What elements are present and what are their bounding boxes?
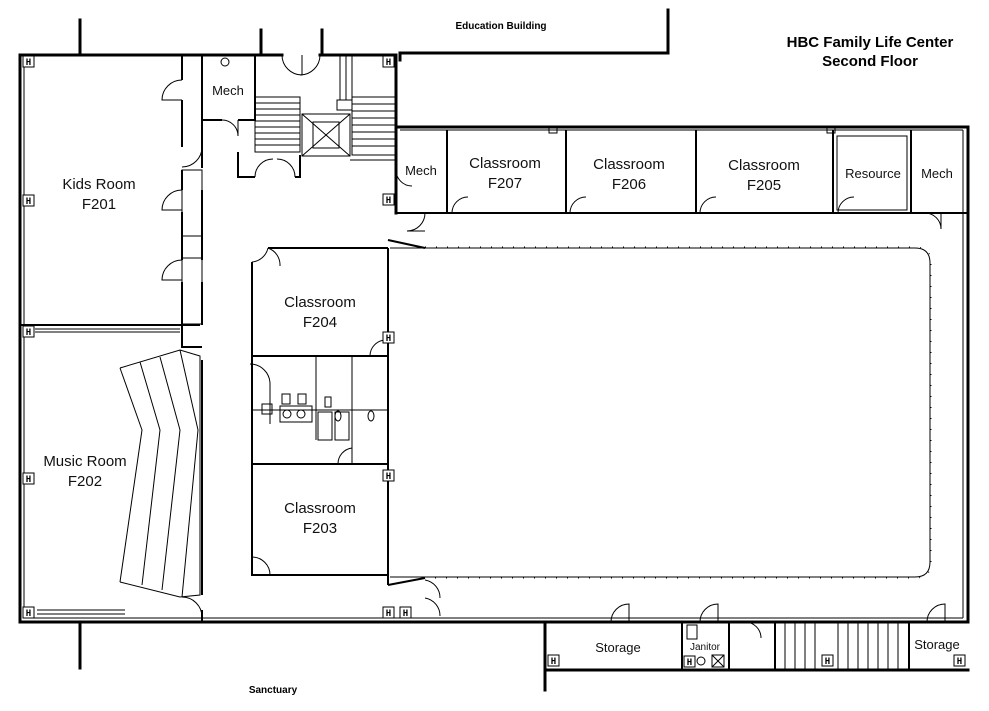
stair-core xyxy=(237,55,397,178)
svg-text:H: H xyxy=(26,609,31,619)
resource-label: Resource xyxy=(845,166,901,181)
svg-text:H: H xyxy=(386,472,391,482)
classroom-f203-name: Classroom xyxy=(284,500,356,517)
h-marker-icon: H xyxy=(953,654,966,667)
h-marker-icon: H xyxy=(382,193,395,206)
classroom-f206-number: F206 xyxy=(612,176,646,193)
floor-drain-icon xyxy=(696,656,706,666)
h-marker-icon: H xyxy=(382,55,395,68)
mech-center-label: Mech xyxy=(405,163,437,178)
music-room-number: F202 xyxy=(68,473,102,490)
classroom-f204-number: F204 xyxy=(303,314,337,331)
north-classrooms xyxy=(396,126,968,214)
fixtures xyxy=(220,57,706,666)
svg-text:H: H xyxy=(687,658,692,668)
storage-east-label: Storage xyxy=(914,637,960,652)
h-marker-icon: H xyxy=(382,606,395,619)
kids-room-number: F201 xyxy=(82,196,116,213)
svg-text:H: H xyxy=(386,334,391,344)
classroom-f204-name: Classroom xyxy=(284,294,356,311)
svg-text:H: H xyxy=(825,657,830,667)
h-marker-icon: H xyxy=(547,654,560,667)
west-rooms xyxy=(20,55,256,622)
classroom-f205-name: Classroom xyxy=(728,157,800,174)
svg-text:H: H xyxy=(26,197,31,207)
classroom-f207-number: F207 xyxy=(488,175,522,192)
title-block: HBC Family Life Center Second Floor xyxy=(787,34,954,70)
classroom-f207-name: Classroom xyxy=(469,155,541,172)
classroom-f205-number: F205 xyxy=(747,177,781,194)
plan-title: HBC Family Life Center xyxy=(787,34,954,51)
central-rooms xyxy=(251,247,389,585)
svg-text:H: H xyxy=(26,475,31,485)
svg-text:H: H xyxy=(386,58,391,68)
svg-text:H: H xyxy=(386,609,391,619)
h-marker-icon: H xyxy=(399,606,412,619)
h-marker-icon: H xyxy=(382,331,395,344)
h-marker-icon: H xyxy=(821,654,834,667)
h-marker-icon: H xyxy=(22,325,35,338)
janitor-label: Janitor xyxy=(690,642,721,653)
gymnasium xyxy=(387,239,932,586)
sanctuary-label: Sanctuary xyxy=(249,685,298,696)
svg-text:H: H xyxy=(386,196,391,206)
svg-text:H: H xyxy=(957,657,962,667)
south-rooms xyxy=(544,622,910,670)
h-marker-icon: H xyxy=(22,55,35,68)
hose-markers: H H H H H H H H H H H H H H H xyxy=(22,55,966,668)
mech-east-label: Mech xyxy=(921,166,953,181)
h-marker-icon: H xyxy=(683,655,696,668)
adjacent-walls xyxy=(78,8,970,692)
svg-text:H: H xyxy=(26,58,31,68)
storage-west-label: Storage xyxy=(595,640,641,655)
mech-north-label: Mech xyxy=(212,83,244,98)
kids-room-name: Kids Room xyxy=(62,176,135,193)
svg-text:H: H xyxy=(26,328,31,338)
door-swings xyxy=(161,54,946,639)
h-marker-icon: H xyxy=(22,606,35,619)
south-stair xyxy=(784,622,899,670)
h-marker-icon: H xyxy=(22,194,35,207)
plan-subtitle: Second Floor xyxy=(822,53,918,70)
h-marker-icon: H xyxy=(22,472,35,485)
room-labels: Kids Room F201 Music Room F202 Classroom… xyxy=(43,83,959,655)
svg-text:H: H xyxy=(551,657,556,667)
classroom-f206-name: Classroom xyxy=(593,156,665,173)
classroom-f203-number: F203 xyxy=(303,520,337,537)
floor-drain-icon xyxy=(220,57,230,67)
exterior-walls xyxy=(18,53,970,624)
music-room-name: Music Room xyxy=(43,453,126,470)
h-marker-icon: H xyxy=(382,469,395,482)
svg-text:H: H xyxy=(403,609,408,619)
education-building-label: Education Building xyxy=(455,21,546,32)
